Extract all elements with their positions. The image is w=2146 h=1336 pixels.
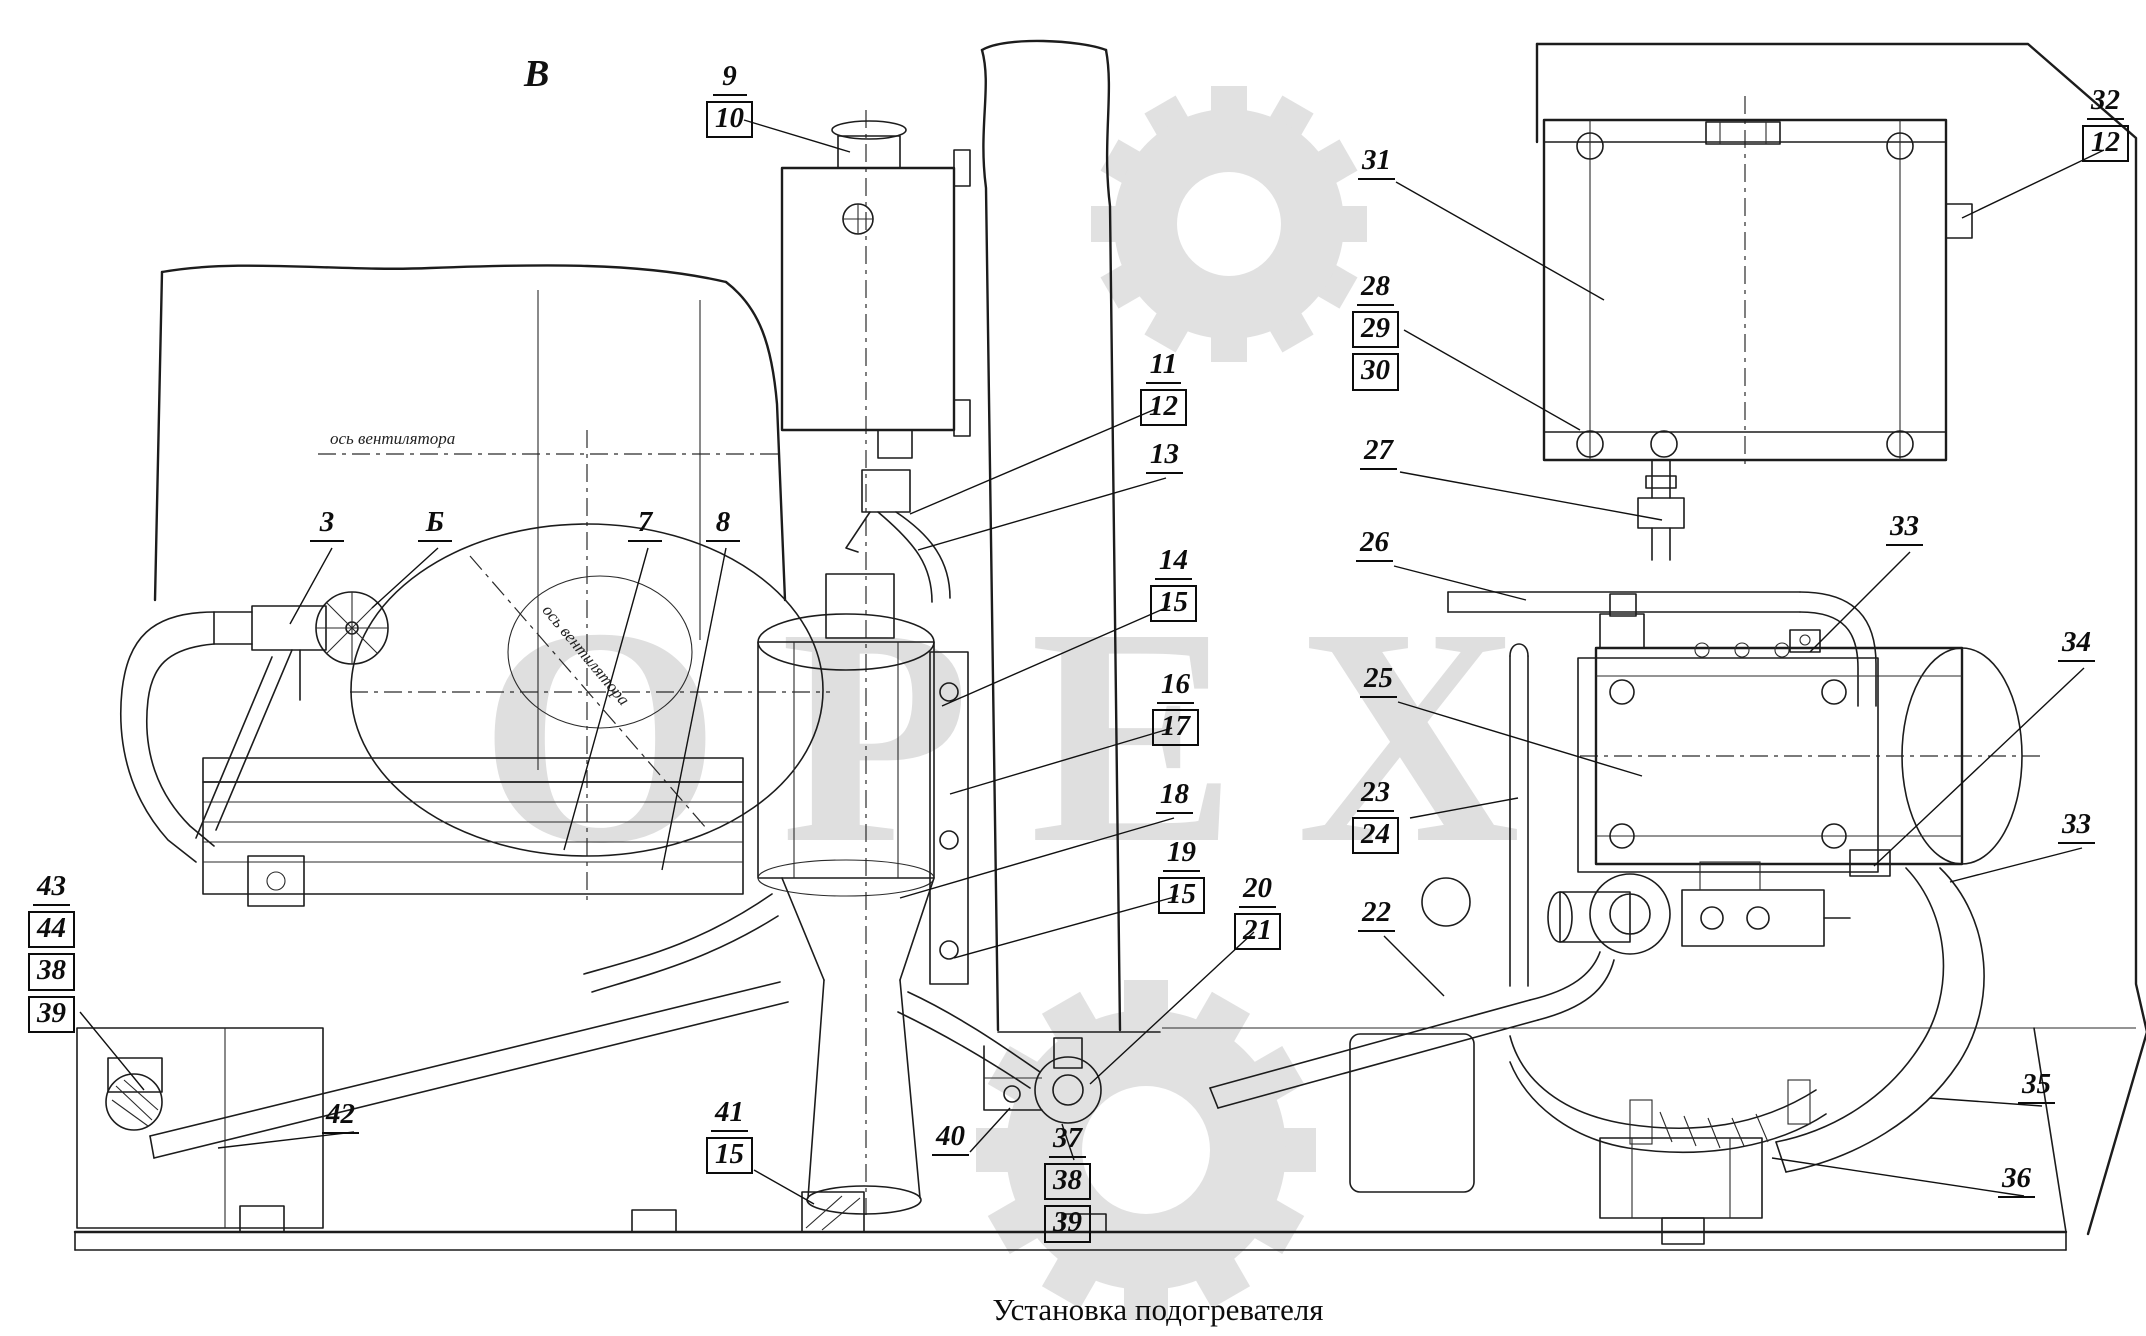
callout-number: 18 xyxy=(1156,779,1193,814)
callout-number: 42 xyxy=(322,1099,359,1134)
cab-wall-panel xyxy=(980,39,1161,1033)
callout-number: 10 xyxy=(706,100,753,139)
right-heater-unit xyxy=(1421,593,2023,955)
callout-number: 13 xyxy=(1146,439,1183,474)
callout-31: 31 xyxy=(1358,145,1395,180)
callout-32-12: 32 12 xyxy=(2082,85,2129,163)
callout-number: 12 xyxy=(1140,388,1187,427)
callout-22: 22 xyxy=(1358,897,1395,932)
callout-27: 27 xyxy=(1360,435,1397,470)
drawing-title: Установка подогревателя xyxy=(992,1292,1324,1327)
callout-13: 13 xyxy=(1146,439,1183,474)
callout-37-38-39: 37 38 39 xyxy=(1044,1123,1091,1243)
callout-7: 7 xyxy=(628,507,662,542)
callout-number: 26 xyxy=(1356,527,1393,562)
callout-number: 9 xyxy=(712,61,747,96)
callout-16-17: 16 17 xyxy=(1152,669,1199,747)
exhaust-bracket-flange xyxy=(897,991,1102,1124)
lower-left-pump-box xyxy=(76,981,789,1229)
callout-41-15: 41 15 xyxy=(706,1097,753,1175)
callout-number: 23 xyxy=(1357,777,1394,812)
callout-28-29-30: 28 29 30 xyxy=(1352,271,1399,391)
callout-33-upper: 33 xyxy=(1886,511,1923,546)
callout-35: 35 xyxy=(2018,1069,2055,1104)
view-letter: В xyxy=(524,53,550,95)
callout-18: 18 xyxy=(1156,779,1193,814)
callout-14-15: 14 15 xyxy=(1150,545,1197,623)
callout-number: 38 xyxy=(28,953,75,991)
callout-3: 3 xyxy=(310,507,344,542)
callout-number: 17 xyxy=(1152,708,1199,747)
gear-watermark-icon-bottom xyxy=(976,980,1316,1320)
callout-number: 33 xyxy=(2058,809,2095,844)
callout-number: 27 xyxy=(1360,435,1397,470)
callout-43-44-38-39: 43 44 38 39 xyxy=(28,871,75,1034)
callout-number: 29 xyxy=(1352,310,1399,349)
callout-number: 34 xyxy=(2058,627,2095,662)
callout-9-10: 9 10 xyxy=(706,61,753,139)
callout-11-12: 11 12 xyxy=(1140,349,1187,427)
bottom-frame xyxy=(73,1205,2068,1251)
callout-number: 32 xyxy=(2087,85,2124,120)
fuel-tank xyxy=(1542,118,1973,561)
callout-number: 43 xyxy=(33,871,70,906)
callout-19-15: 19 15 xyxy=(1158,837,1205,915)
fan-axis-label: ось вентилятора xyxy=(330,429,455,448)
callout-number: 14 xyxy=(1155,545,1192,580)
callout-33-lower: 33 xyxy=(2058,809,2095,844)
callout-number: 39 xyxy=(1044,1205,1091,1243)
callout-number: 8 xyxy=(706,507,740,542)
callout-number: 30 xyxy=(1352,353,1399,391)
callout-number: 44 xyxy=(28,910,75,949)
callout-number: 19 xyxy=(1163,837,1200,872)
gear-watermark-icon-top xyxy=(1091,86,1367,362)
lower-right-hoses xyxy=(1209,867,1985,1245)
callout-number: 7 xyxy=(628,507,662,542)
callout-23-24: 23 24 xyxy=(1352,777,1399,855)
callout-number: 31 xyxy=(1358,145,1395,180)
callout-8: 8 xyxy=(706,507,740,542)
callout-42: 42 xyxy=(322,1099,359,1134)
callout-number: 41 xyxy=(711,1097,748,1132)
callout-20-21: 20 21 xyxy=(1234,873,1281,951)
callout-36: 36 xyxy=(1998,1163,2035,1198)
left-engine-assembly xyxy=(153,264,824,907)
callout-34: 34 xyxy=(2058,627,2095,662)
callout-25: 25 xyxy=(1360,663,1397,698)
leader-lines xyxy=(79,119,2105,1205)
callout-number: 12 xyxy=(2082,124,2129,163)
callout-number: 36 xyxy=(1998,1163,2035,1198)
callout-26: 26 xyxy=(1356,527,1393,562)
drain-valve-assembly xyxy=(119,591,389,863)
callout-number: 21 xyxy=(1234,912,1281,951)
callout-letter: Б xyxy=(418,507,452,542)
callout-number: 37 xyxy=(1049,1123,1086,1158)
callout-letter-b: Б xyxy=(418,507,452,542)
callout-number: 16 xyxy=(1157,669,1194,704)
callout-number: 22 xyxy=(1358,897,1395,932)
callout-40: 40 xyxy=(932,1121,969,1156)
callout-number: 15 xyxy=(706,1136,753,1175)
callout-number: 33 xyxy=(1886,511,1923,546)
callout-number: 15 xyxy=(1150,584,1197,623)
callout-number: 28 xyxy=(1357,271,1394,306)
callout-number: 20 xyxy=(1239,873,1276,908)
callout-number: 25 xyxy=(1360,663,1397,698)
watermark-text: ОРЕХ xyxy=(479,565,1580,908)
right-body-outline xyxy=(1162,42,2146,1236)
expansion-tank xyxy=(780,120,971,603)
callout-number: 24 xyxy=(1352,816,1399,855)
watermark: ОРЕХ xyxy=(479,86,1580,1320)
callout-number: 40 xyxy=(932,1121,969,1156)
callout-number: 15 xyxy=(1158,876,1205,915)
callout-number: 38 xyxy=(1044,1162,1091,1201)
callout-number: 11 xyxy=(1145,349,1182,384)
callout-number: 35 xyxy=(2018,1069,2055,1104)
callout-number: 39 xyxy=(28,995,75,1034)
callout-number: 3 xyxy=(310,507,344,542)
